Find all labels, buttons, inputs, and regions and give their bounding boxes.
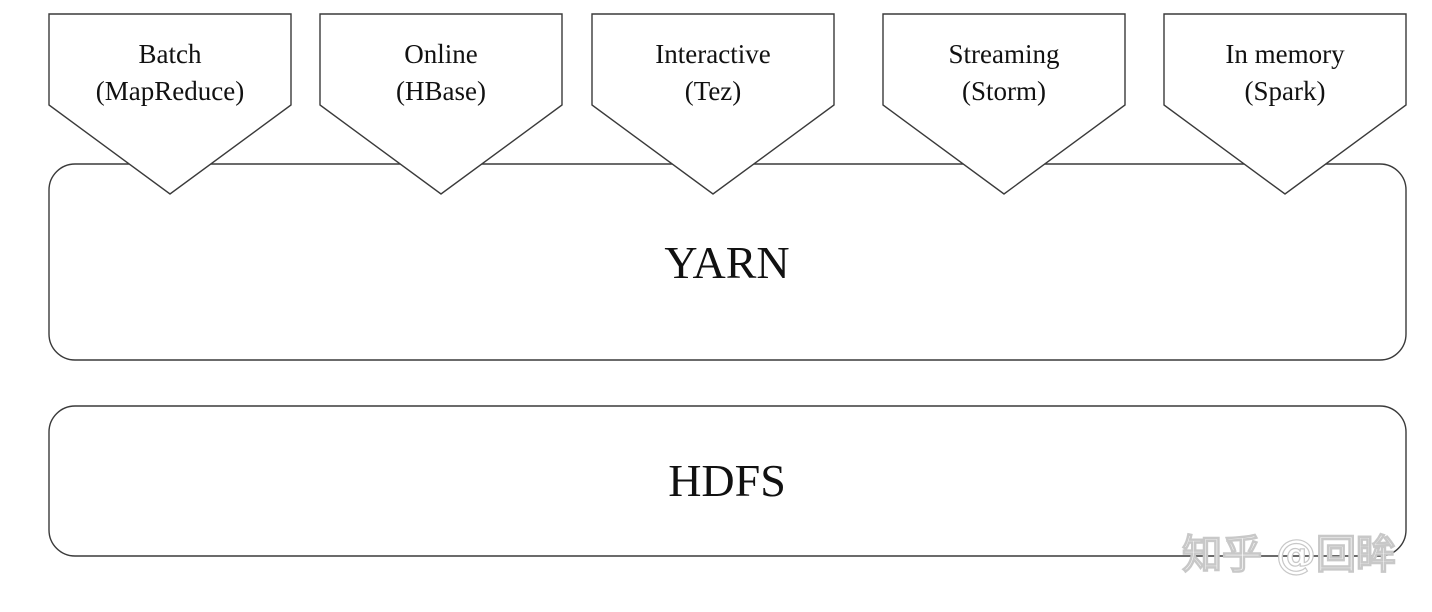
workload-name: Online	[404, 39, 478, 69]
workload-tag-batch: Batch (MapReduce)	[48, 13, 292, 195]
workload-engine: (Tez)	[685, 76, 742, 106]
workload-arrow-shape	[1163, 13, 1407, 195]
workload-tag-online: Online (HBase)	[319, 13, 563, 195]
workload-arrow-shape	[319, 13, 563, 195]
workload-name: Streaming	[949, 39, 1060, 69]
workload-tag-streaming: Streaming (Storm)	[882, 13, 1126, 195]
workload-name: In memory	[1225, 39, 1345, 69]
workload-engine: (MapReduce)	[96, 76, 244, 106]
workload-arrow-shape	[882, 13, 1126, 195]
workload-engine: (Spark)	[1245, 76, 1326, 106]
hdfs-layer: HDFS	[48, 405, 1407, 557]
workload-engine: (Storm)	[962, 76, 1046, 106]
workload-tag-in-memory: In memory (Spark)	[1163, 13, 1407, 195]
workload-name: Batch	[139, 39, 202, 69]
yarn-layer: YARN	[48, 163, 1407, 361]
workload-engine: (HBase)	[396, 76, 486, 106]
watermark: 知乎 @回眸	[1182, 532, 1396, 578]
hdfs-label: HDFS	[668, 455, 786, 506]
workload-name: Interactive	[655, 39, 770, 69]
workload-tag-interactive: Interactive (Tez)	[591, 13, 835, 195]
hdfs-box	[48, 405, 1407, 557]
yarn-label: YARN	[664, 237, 789, 288]
workload-arrow-shape	[48, 13, 292, 195]
workload-arrow-shape	[591, 13, 835, 195]
